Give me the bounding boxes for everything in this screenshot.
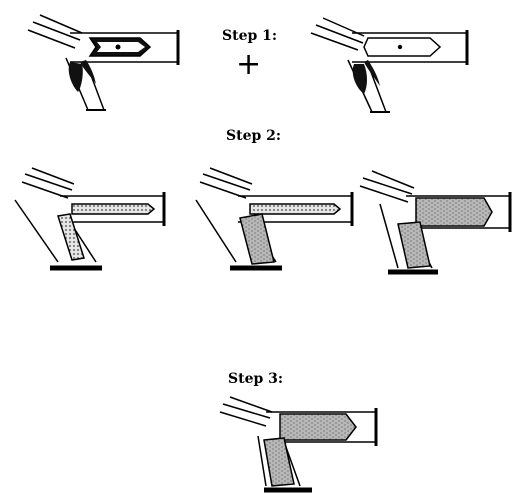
joint-step3 [219, 396, 378, 493]
joint-step2-c [359, 170, 512, 275]
plus-sign: + [236, 47, 262, 82]
step-3-label: Step 3: [228, 371, 284, 387]
joint-step1-right [310, 17, 469, 113]
step-1-label: Step 1: [222, 28, 278, 44]
joint-step2-b [195, 167, 354, 271]
joint-step1-left [27, 14, 180, 111]
step-2-label: Step 2: [226, 128, 282, 144]
joint-step2-a [14, 167, 166, 271]
